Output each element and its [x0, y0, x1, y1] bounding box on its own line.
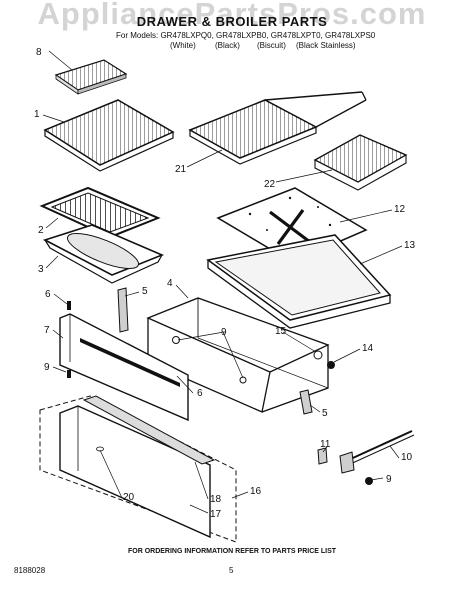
- page-number: 5: [229, 566, 234, 575]
- half-oven-rack: [313, 134, 408, 191]
- callout-5: 5: [142, 286, 148, 297]
- callout-9c: 9: [386, 474, 392, 485]
- document-number: 8188028: [14, 566, 46, 575]
- page-title: DRAWER & BROILER PARTS: [136, 14, 328, 29]
- drawer-outer-panel: [59, 395, 216, 539]
- callout-13: 13: [404, 240, 416, 251]
- callout-18: 18: [210, 494, 222, 505]
- callout-21: 21: [175, 164, 187, 175]
- watermark: AppliancePartsPros.com: [37, 0, 427, 31]
- finish-biscuit: (Biscuit): [257, 41, 286, 50]
- broiler-pan: [42, 224, 165, 284]
- drawer-front-panel: [59, 313, 189, 422]
- bracket: [317, 447, 328, 465]
- drawer-body: [146, 297, 330, 413]
- finish-black-stainless: (Black Stainless): [296, 41, 356, 50]
- broiler-drawer-tray: [206, 234, 392, 329]
- callout-2: 2: [38, 225, 44, 236]
- callout-1: 1: [34, 109, 40, 120]
- callout-6: 6: [45, 289, 51, 300]
- callout-8: 8: [36, 47, 42, 58]
- callout-15: 15: [275, 326, 287, 337]
- callout-22: 22: [264, 179, 276, 190]
- screw-small: [67, 361, 373, 485]
- callout-9: 9: [221, 327, 227, 338]
- model-numbers: For Models: GR478LXPQ0, GR478LXPB0, GR47…: [116, 31, 376, 40]
- callout-16: 16: [250, 486, 262, 497]
- callout-7: 7: [44, 325, 50, 336]
- leader-lines: [42, 50, 403, 514]
- ordering-note: FOR ORDERING INFORMATION REFER TO PARTS …: [127, 548, 337, 555]
- callout-4: 4: [167, 278, 173, 289]
- callout-9b: 9: [44, 362, 50, 373]
- callout-5b: 5: [322, 408, 328, 419]
- oven-rack: [43, 99, 175, 172]
- callout-17: 17: [210, 509, 222, 520]
- callout-20: 20: [123, 492, 135, 503]
- callout-10: 10: [401, 452, 413, 463]
- callout-6b: 6: [197, 388, 203, 399]
- finish-black: (Black): [215, 41, 240, 50]
- small-oven-rack: [54, 59, 128, 95]
- drawer-assembly-outline: [39, 395, 237, 543]
- callout-12: 12: [394, 204, 406, 215]
- drawer-rod: [339, 430, 415, 474]
- callout-11: 11: [320, 439, 331, 450]
- callout-3: 3: [38, 264, 44, 275]
- callout-labels: 8 1 21 22 12 13 2 3 4 5 6 7 9 15 14 9 6 …: [34, 47, 416, 520]
- finish-white: (White): [170, 41, 196, 50]
- callout-14: 14: [362, 343, 374, 354]
- oven-rack-with-rod: [188, 91, 367, 165]
- drawer-slide: [117, 287, 313, 415]
